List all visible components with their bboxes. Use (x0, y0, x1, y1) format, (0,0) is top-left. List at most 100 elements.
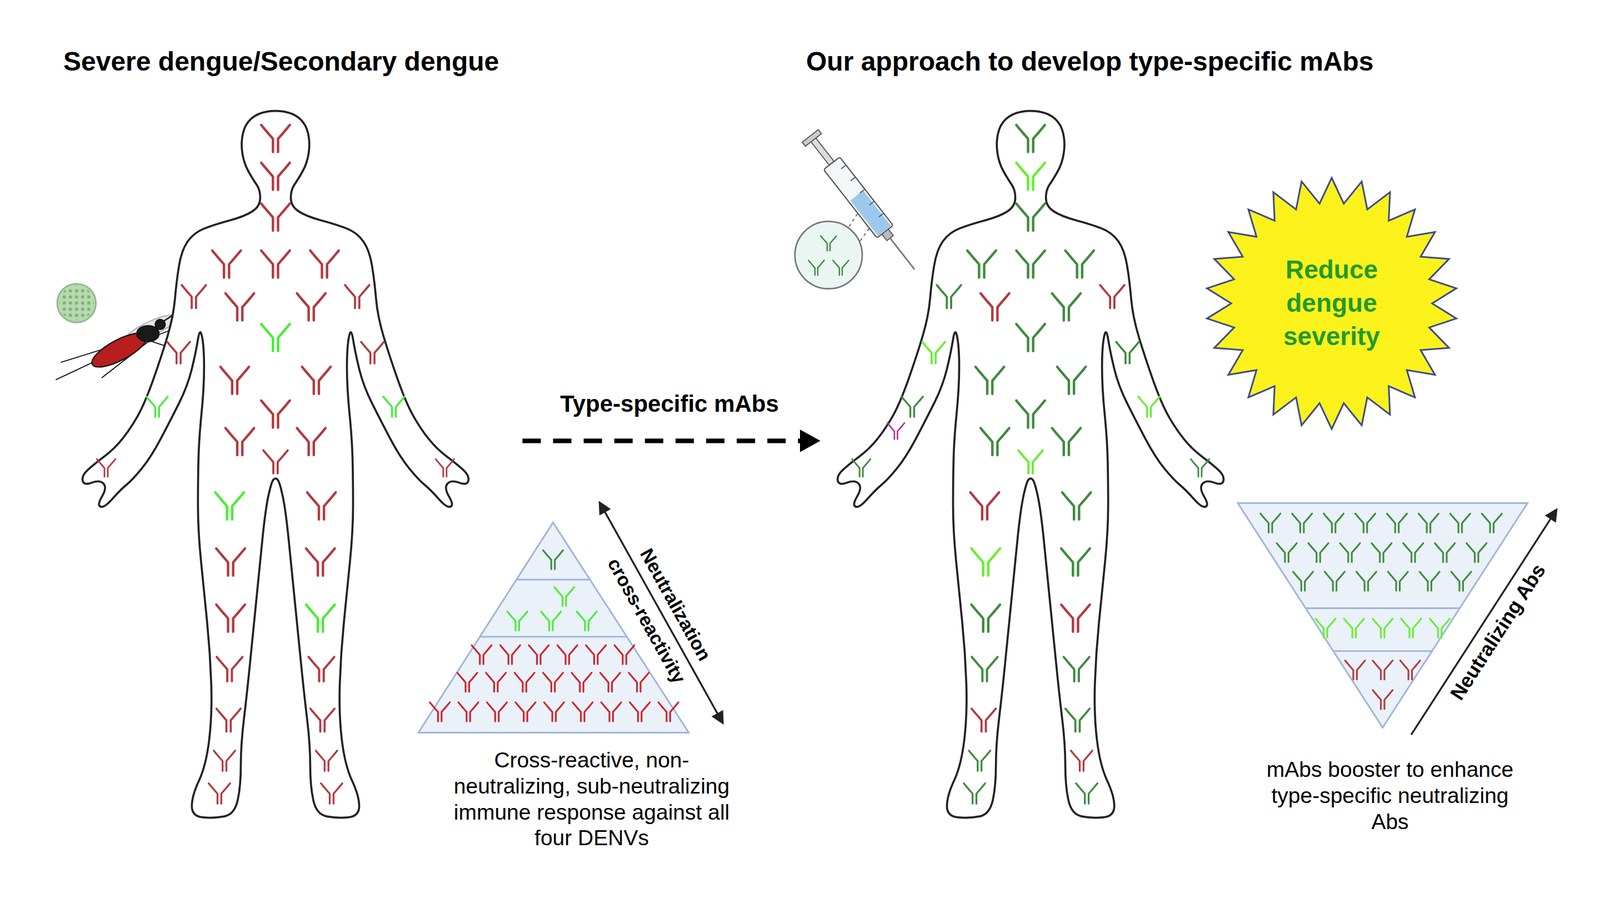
antibody (263, 450, 288, 474)
human-figure (82, 111, 469, 818)
antibody (557, 645, 578, 664)
antibody (321, 783, 343, 804)
antibody (1418, 513, 1439, 533)
antibody (851, 458, 870, 477)
antibody (181, 285, 207, 308)
antibody (1016, 250, 1045, 278)
antibody (345, 285, 370, 308)
antibody (571, 672, 592, 692)
antibody (832, 260, 849, 276)
antibody (261, 162, 290, 190)
antibody (808, 260, 824, 276)
antibody (975, 366, 1004, 394)
antibody (167, 341, 190, 364)
antibody (1016, 400, 1045, 428)
antibody (971, 656, 998, 682)
pyramid-outline (1237, 502, 1528, 728)
body-outline (837, 111, 1224, 818)
heading-text: Type-specific mAbs (560, 390, 779, 418)
antibody (541, 611, 562, 630)
starburst: Reduce dengue severity (1203, 175, 1460, 432)
caption-text: mAbs booster to enhance type-specific ne… (1251, 756, 1529, 835)
antibody (310, 250, 339, 278)
antibody (1466, 542, 1487, 562)
antibody (220, 366, 249, 394)
antibody (486, 702, 507, 722)
antibody (225, 293, 254, 321)
layer-line (516, 578, 590, 581)
antibody (215, 492, 244, 520)
antibody (457, 672, 478, 692)
antibody (1387, 571, 1408, 591)
antibody (1052, 293, 1081, 321)
antibody (1018, 450, 1043, 474)
antibody (554, 586, 575, 606)
antibody (216, 604, 245, 632)
antibody (1065, 250, 1094, 278)
antibody (1371, 542, 1392, 562)
antibody (514, 672, 535, 692)
antibody (1062, 492, 1091, 520)
antibody (1345, 660, 1365, 680)
antibody (315, 750, 338, 771)
antibody (296, 427, 325, 455)
antibody (543, 672, 564, 692)
caption-text: Cross-reactive, non-neutralizing, sub-ne… (436, 747, 748, 852)
antibody (261, 323, 290, 352)
antibody (901, 396, 924, 417)
antibody (212, 250, 241, 278)
antibody (1451, 571, 1472, 591)
antibody (1057, 366, 1086, 394)
antibody (308, 656, 334, 682)
antibody (628, 672, 649, 692)
antibody (576, 611, 597, 630)
antibody (261, 125, 290, 153)
antibody (310, 708, 335, 732)
antibody (658, 702, 679, 722)
antibody (1372, 618, 1393, 638)
antibody (963, 783, 986, 804)
antibody (1276, 542, 1297, 562)
antibody (261, 203, 290, 231)
antibody (261, 400, 290, 428)
antibody (1430, 618, 1450, 638)
heading-text: Our approach to develop type-specific mA… (806, 45, 1374, 78)
antibody (507, 611, 528, 630)
antibody (296, 293, 325, 321)
antibody (971, 604, 1000, 632)
antibody (1016, 162, 1045, 190)
antibody (471, 645, 492, 664)
antibody (1016, 203, 1045, 231)
virus-particle (57, 283, 97, 323)
antibody (630, 702, 650, 722)
antibody (1065, 708, 1090, 732)
antibody (980, 427, 1009, 455)
antibody (146, 396, 169, 417)
antibody (971, 708, 997, 732)
antibody (216, 708, 242, 732)
antibody (820, 235, 837, 251)
antibody (1324, 571, 1345, 591)
antibody (1292, 513, 1313, 533)
antibody (302, 366, 331, 394)
antibody (528, 645, 549, 664)
antibody (1016, 125, 1045, 153)
dashed-arrow (522, 438, 802, 443)
antibody (213, 750, 236, 771)
antibody (307, 492, 336, 520)
antibody (216, 656, 243, 682)
antibody (1323, 513, 1344, 533)
body-outline (82, 111, 469, 818)
antibody (500, 645, 520, 664)
antibody (306, 604, 335, 632)
arrow-head (800, 429, 821, 452)
antibody (1435, 542, 1455, 562)
antibody (1315, 618, 1336, 638)
antibody (922, 341, 945, 364)
antibody (968, 750, 991, 771)
antibody (515, 702, 536, 722)
antibody (1293, 571, 1314, 591)
antibody (1340, 542, 1360, 562)
antibody (383, 396, 405, 417)
antibody (208, 783, 231, 804)
